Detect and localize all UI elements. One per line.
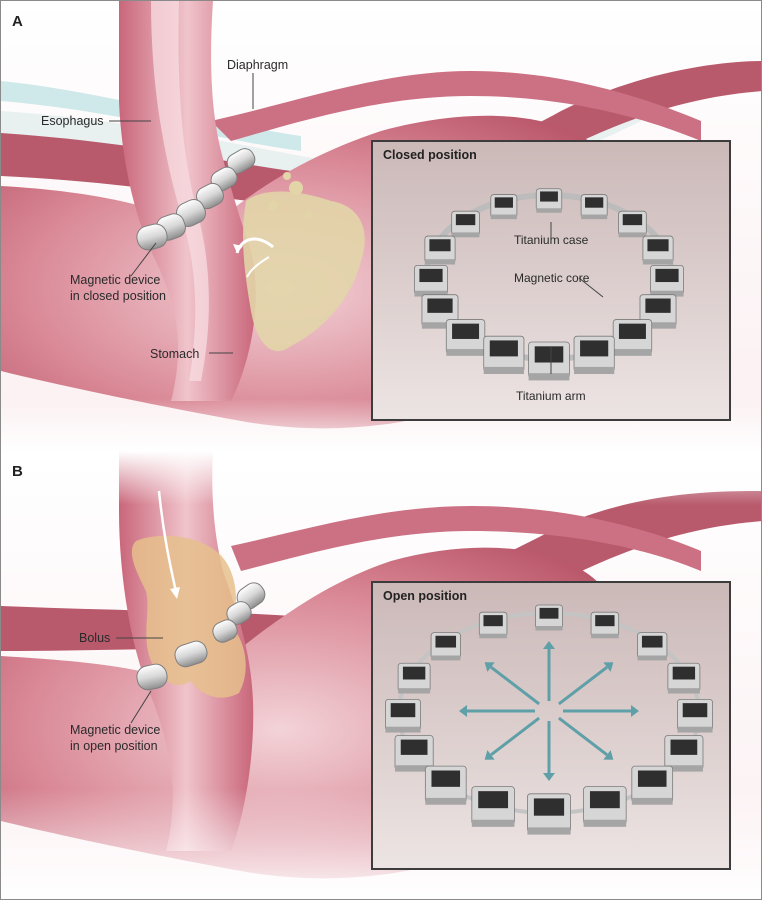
device-closed-label-line2: in closed position (70, 289, 166, 303)
diaphragm-label: Diaphragm (227, 58, 289, 72)
titanium-segment (490, 194, 518, 220)
reflux-arrow-icon (233, 237, 274, 278)
outward-arrow-icon (459, 641, 639, 781)
titanium-arm-label: Titanium arm (516, 389, 586, 403)
titanium-segment (677, 699, 713, 733)
titanium-segment (471, 786, 515, 827)
titanium-segment (631, 765, 674, 805)
outward-arrow (557, 716, 608, 757)
device-open-label-line1: Magnetic device (70, 723, 161, 737)
titanium-segment (424, 235, 456, 265)
titanium-segment (590, 611, 620, 639)
panel-letter-b: B (12, 463, 23, 480)
esophagus-label: Esophagus (41, 114, 104, 128)
outward-arrow (490, 665, 541, 706)
titanium-segment (618, 210, 647, 238)
stomach-label: Stomach (150, 347, 200, 361)
closed-position-title: Closed position (383, 148, 477, 162)
outward-arrow-head (484, 662, 495, 672)
open-ring-diagram (385, 604, 713, 835)
titanium-segment (573, 335, 615, 375)
titanium-segment (580, 194, 608, 220)
titanium-segment (583, 786, 627, 827)
titanium-segment (528, 341, 570, 381)
titanium-segment (385, 699, 421, 733)
closed-ring-diagram (414, 188, 684, 381)
titanium-segment (526, 793, 571, 835)
titanium-segment (451, 210, 480, 238)
ring-segments (414, 188, 684, 381)
outward-arrow-head (543, 641, 555, 649)
device-open-label-line2: in open position (70, 739, 158, 753)
titanium-segment (639, 294, 677, 329)
magnetic-core-label: Magnetic core (514, 271, 590, 285)
outward-arrow (490, 716, 541, 757)
titanium-segment (397, 662, 431, 694)
titanium-segment (612, 319, 653, 356)
titanium-segment (642, 235, 674, 265)
device-closed-label-line1: Magnetic device (70, 273, 161, 287)
titanium-segment (637, 632, 668, 661)
titanium-segment (535, 188, 563, 213)
titanium-segment (430, 632, 461, 661)
outward-arrow-head (459, 705, 467, 717)
titanium-segment (650, 264, 684, 297)
outward-arrow-head (543, 773, 555, 781)
titanium-case-label: Titanium case (514, 233, 589, 247)
bolus-label: Bolus (79, 631, 111, 645)
titanium-segment (424, 765, 467, 805)
open-position-title: Open position (383, 589, 468, 603)
titanium-segment (445, 319, 486, 356)
titanium-segment (478, 611, 508, 639)
panel-letter-a: A (12, 13, 23, 30)
outward-arrow (557, 665, 608, 706)
open-position-inset: Open position (371, 581, 731, 870)
titanium-segment (667, 662, 701, 694)
outward-arrow-head (631, 705, 639, 717)
titanium-segment (483, 335, 525, 375)
titanium-segment (414, 264, 448, 297)
titanium-segment (394, 735, 434, 772)
outward-arrow-head (603, 750, 614, 760)
ring-segments (385, 604, 713, 835)
outward-arrow-head (484, 750, 495, 760)
titanium-segment (535, 604, 563, 631)
outward-arrow-head (603, 662, 614, 672)
titanium-segment (421, 294, 459, 329)
closed-position-inset: Closed position Titanium case Magnetic c… (371, 140, 731, 421)
titanium-segment (664, 735, 704, 772)
